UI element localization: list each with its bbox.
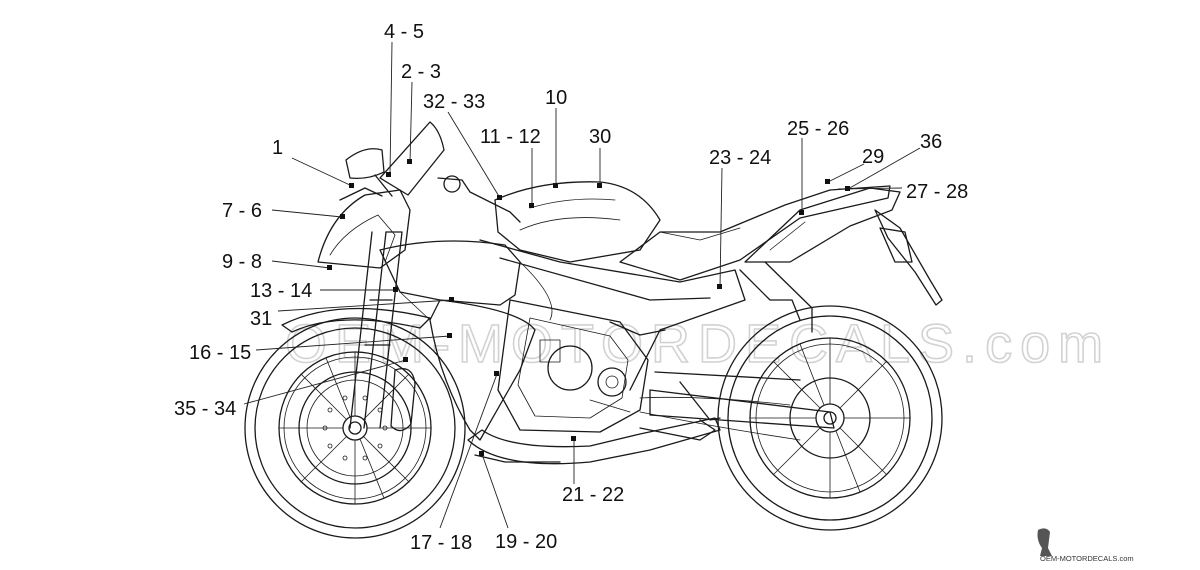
callout-10: 10 — [545, 87, 567, 109]
marker-31 — [449, 297, 454, 302]
callout-23-24: 23 - 24 — [709, 147, 771, 169]
exhaust — [639, 419, 716, 441]
leader-36 — [847, 147, 921, 190]
engine — [497, 299, 649, 433]
logo-figure-icon — [1037, 528, 1052, 556]
fuel-tank — [494, 181, 661, 263]
marker-25-26 — [799, 210, 804, 215]
windscreen — [379, 121, 445, 196]
leader-29 — [827, 163, 865, 183]
rear-shock — [739, 269, 801, 321]
leader-lines — [243, 41, 921, 529]
side-fairing — [379, 240, 553, 441]
rear-subframe — [764, 261, 813, 333]
callout-4-5: 4 - 5 — [384, 21, 424, 43]
marker-32-33 — [497, 195, 502, 200]
callout-32-33: 32 - 33 — [423, 91, 485, 113]
point-markers — [327, 159, 850, 456]
credit-logo: OEM-MOTORDECALS.com — [1037, 528, 1134, 563]
callout-7-6: 7 - 6 — [222, 200, 262, 222]
marker-23-24 — [717, 284, 722, 289]
marker-30 — [597, 183, 602, 188]
marker-21-22 — [571, 436, 576, 441]
leader-19-20 — [481, 453, 509, 529]
callout-2-3: 2 - 3 — [401, 61, 441, 83]
leader-32-33 — [447, 111, 501, 199]
main-frame — [479, 239, 746, 391]
callout-29: 29 — [862, 146, 884, 168]
credit-text: OEM-MOTORDECALS.com — [1040, 554, 1134, 563]
belly-pan — [467, 417, 721, 465]
front-wheel-spokes — [278, 351, 432, 505]
marker-7-6 — [340, 214, 345, 219]
handlebar-grip — [443, 175, 461, 193]
marker-1 — [349, 183, 354, 188]
leader-9-8 — [271, 260, 331, 269]
callout-35-34: 35 - 34 — [174, 398, 236, 420]
marker-36 — [845, 186, 850, 191]
marker-4-5 — [386, 172, 391, 177]
tail-light — [879, 227, 913, 263]
marker-10 — [553, 183, 558, 188]
callout-11-12: 11 - 12 — [480, 126, 541, 148]
marker-17-18 — [494, 371, 499, 376]
callout-30: 30 — [589, 126, 611, 148]
callout-13-14: 13 - 14 — [250, 280, 312, 302]
marker-11-12 — [529, 203, 534, 208]
marker-2-3 — [407, 159, 412, 164]
leader-31 — [277, 299, 453, 312]
callout-21-22: 21 - 22 — [562, 484, 624, 506]
leader-17-18 — [439, 373, 498, 529]
marker-13-14 — [393, 287, 398, 292]
front-fender — [281, 307, 431, 333]
nose-fairing — [317, 187, 411, 269]
leader-2-3 — [409, 81, 413, 163]
rear-wheel-spokes — [749, 337, 911, 499]
callout-19-20: 19 - 20 — [495, 531, 557, 553]
marker-19-20 — [479, 451, 484, 456]
license-bracket — [874, 209, 943, 306]
callout-31: 31 — [250, 308, 272, 330]
callout-16-15: 16 - 15 — [189, 342, 251, 364]
leader-23-24 — [719, 167, 723, 288]
swingarm — [639, 371, 835, 441]
watermark: OEM-MOTORDECALS.com — [285, 314, 1111, 374]
callout-17-18: 17 - 18 — [410, 532, 472, 554]
callout-labels: 4 - 5 2 - 3 32 - 33 10 1 11 - 12 30 25 -… — [174, 21, 968, 554]
leader-4-5 — [389, 41, 393, 176]
marker-35-34 — [403, 357, 408, 362]
leader-16-15 — [255, 335, 451, 351]
mirror — [345, 148, 385, 180]
rear-wheel — [717, 305, 943, 531]
tail-section — [744, 187, 901, 263]
front-wheel — [244, 317, 466, 539]
motorcycle-drawing — [244, 121, 943, 539]
callout-36: 36 — [920, 131, 942, 153]
marker-29 — [825, 179, 830, 184]
callout-1: 1 — [272, 137, 283, 159]
mirror-stem — [374, 174, 393, 197]
front-fork — [349, 231, 403, 429]
callout-27-28: 27 - 28 — [906, 181, 968, 203]
callout-25-26: 25 - 26 — [787, 118, 849, 140]
leader-35-34 — [243, 359, 407, 405]
handlebar — [437, 177, 521, 223]
seat — [619, 185, 891, 281]
marker-9-8 — [327, 265, 332, 270]
leader-1 — [291, 157, 353, 187]
front-caliper — [390, 367, 416, 432]
leader-7-6 — [271, 209, 343, 218]
marker-16-15 — [447, 333, 452, 338]
callout-9-8: 9 - 8 — [222, 251, 262, 273]
belly-pan-edge — [474, 454, 561, 463]
